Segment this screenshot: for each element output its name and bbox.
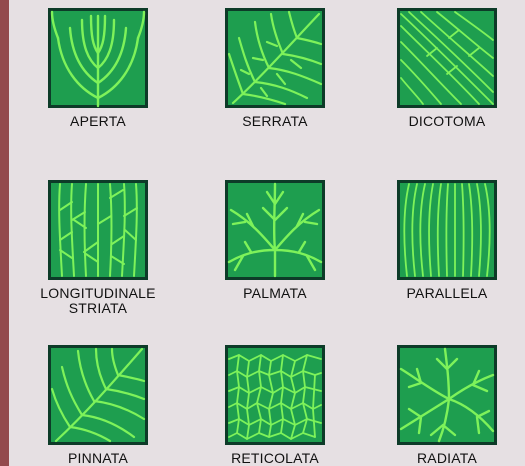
venation-card-longitudinale-striata: LONGITUDINALE STRIATA [13,180,183,316]
label-palmata: PALMATA [190,286,360,301]
venation-card-parallela: PARALLELA [362,180,525,301]
venation-card-aperta: APERTA [13,8,183,129]
left-accent-bar [0,0,9,466]
label-reticolata: RETICOLATA [190,451,360,466]
label-aperta: APERTA [13,114,183,129]
venation-card-dicotoma: DICOTOMA [362,8,525,129]
venation-card-reticolata: RETICOLATA [190,345,360,466]
pinnate-venation-icon [48,345,148,445]
palmate-venation-icon [225,180,325,280]
label-longitudinale-striata: LONGITUDINALE STRIATA [13,286,183,316]
venation-card-pinnata: PINNATA [13,345,183,466]
label-dicotoma: DICOTOMA [362,114,525,129]
radiate-venation-icon [397,345,497,445]
label-serrata: SERRATA [190,114,360,129]
serrated-venation-icon [225,8,325,108]
venation-card-radiata: RADIATA [362,345,525,466]
label-parallela: PARALLELA [362,286,525,301]
label-radiata: RADIATA [362,451,525,466]
reticulate-venation-icon [225,345,325,445]
parallel-venation-icon [397,180,497,280]
venation-card-palmata: PALMATA [190,180,360,301]
venation-card-serrata: SERRATA [190,8,360,129]
longitudinal-striate-venation-icon [48,180,148,280]
open-venation-icon [48,8,148,108]
label-pinnata: PINNATA [13,451,183,466]
dichotomous-venation-icon [397,8,497,108]
